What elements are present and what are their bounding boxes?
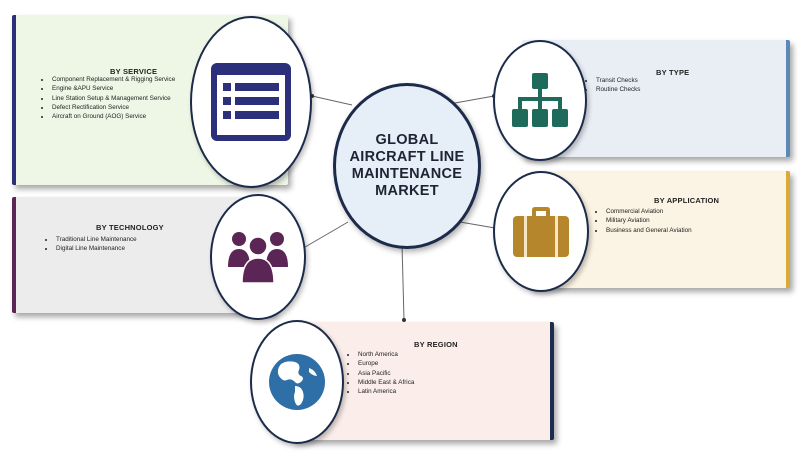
list-item: Europe xyxy=(357,359,414,368)
list-item: Traditional Line Maintenance xyxy=(55,235,137,244)
application-list: Commercial Aviation Military Aviation Bu… xyxy=(596,207,692,235)
list-item: Latin America xyxy=(357,387,414,396)
list-item: Commercial Aviation xyxy=(605,207,692,216)
region-list: North America Europe Asia Pacific Middle… xyxy=(348,350,414,396)
list-item: Engine &APU Service xyxy=(51,84,175,93)
service-title: BY SERVICE xyxy=(110,67,158,76)
list-item: Defect Rectification Service xyxy=(51,103,175,112)
application-icon-circle xyxy=(493,171,589,292)
hierarchy-icon xyxy=(512,72,568,127)
briefcase-icon xyxy=(513,206,569,257)
list-item: Business and General Aviation xyxy=(605,226,692,235)
technology-icon-circle xyxy=(210,194,306,320)
technology-list: Traditional Line Maintenance Digital Lin… xyxy=(46,235,137,254)
list-item: Aircraft on Ground (AOG) Service xyxy=(51,112,175,121)
center-ellipse: GLOBAL AIRCRAFT LINE MAINTENANCE MARKET xyxy=(333,83,481,249)
service-icon-circle xyxy=(190,16,312,188)
service-list: Component Replacement & Rigging Service … xyxy=(42,75,175,121)
application-title: BY APPLICATION xyxy=(654,196,720,205)
region-icon-circle xyxy=(250,320,344,444)
globe-icon xyxy=(269,354,325,410)
list-item: North America xyxy=(357,350,414,359)
people-group-icon xyxy=(228,232,288,284)
diagram-title: GLOBAL AIRCRAFT LINE MAINTENANCE MARKET xyxy=(349,132,465,199)
list-item: Component Replacement & Rigging Service xyxy=(51,75,175,84)
type-list: Transit Checks Routine Checks xyxy=(586,76,640,95)
list-item: Routine Checks xyxy=(595,85,640,94)
region-card: BY REGION North America Europe Asia Paci… xyxy=(292,322,554,440)
list-item: Asia Pacific xyxy=(357,369,414,378)
type-icon-circle xyxy=(493,40,587,161)
list-item: Middle East & Africa xyxy=(357,378,414,387)
type-title: BY TYPE xyxy=(656,68,690,77)
list-item: Transit Checks xyxy=(595,76,640,85)
list-item: Line Station Setup & Management Service xyxy=(51,94,175,103)
list-item: Digital Line Maintenance xyxy=(55,244,137,253)
list-icon xyxy=(211,63,291,141)
region-title: BY REGION xyxy=(414,340,458,349)
list-item: Military Aviation xyxy=(605,216,692,225)
technology-title: BY TECHNOLOGY xyxy=(96,223,164,232)
